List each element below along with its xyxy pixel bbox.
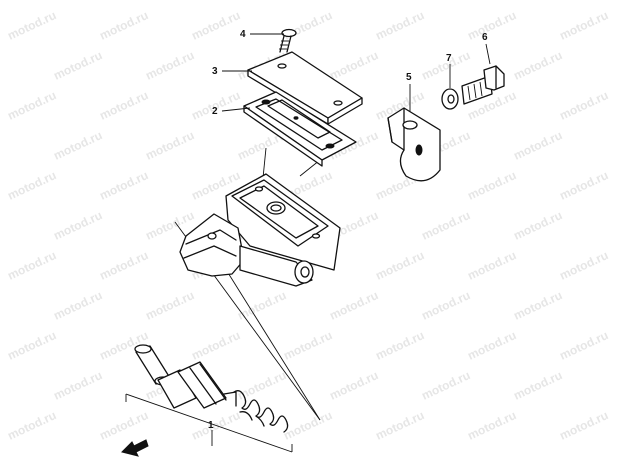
watermark-text: motod.ru	[51, 128, 104, 163]
watermark-text: motod.ru	[511, 208, 564, 243]
watermark-text: motod.ru	[5, 8, 58, 43]
watermark-text: motod.ru	[51, 288, 104, 323]
callout-4: 4	[240, 29, 246, 40]
watermark-text: motod.ru	[189, 328, 242, 363]
watermark-text: motod.ru	[557, 408, 610, 443]
callout-5: 5	[406, 72, 412, 83]
watermark-text: motod.ru	[97, 248, 150, 283]
watermark-text: motod.ru	[143, 288, 196, 323]
watermark-text: motod.ru	[97, 88, 150, 123]
screw-part-4	[279, 28, 297, 53]
watermark-text: motod.ru	[97, 408, 150, 443]
watermark-text: motod.ru	[5, 408, 58, 443]
callout-2: 2	[212, 106, 218, 117]
watermark-text: motod.ru	[235, 288, 288, 323]
callout-1: 1	[208, 420, 214, 431]
watermark-text: motod.ru	[281, 328, 334, 363]
watermark-text: motod.ru	[5, 168, 58, 203]
reservoir-cover-part-3	[247, 51, 363, 125]
watermark-text: motod.ru	[373, 248, 426, 283]
direction-arrow-icon	[121, 439, 149, 457]
piston-assembly-part-1	[134, 344, 289, 433]
watermark-text: motod.ru	[465, 328, 518, 363]
watermark-text: motod.ru	[465, 408, 518, 443]
watermark-text: motod.ru	[97, 8, 150, 43]
callout-leaders	[211, 33, 491, 446]
watermark-text: motod.ru	[327, 48, 380, 83]
watermark-text: motod.ru	[51, 208, 104, 243]
watermark-text: motod.ru	[5, 328, 58, 363]
watermark-text: motod.ru	[327, 368, 380, 403]
watermark-text: motod.ru	[5, 88, 58, 123]
watermark-text: motod.ru	[419, 208, 472, 243]
watermark-text: motod.ru	[557, 8, 610, 43]
watermark-text: motod.ru	[557, 88, 610, 123]
watermark-text: motod.ru	[373, 328, 426, 363]
watermark-text: motod.ru	[373, 8, 426, 43]
clamp-part-5	[387, 107, 441, 182]
diaphragm-part-2	[243, 91, 357, 167]
watermark-text: motod.ru	[557, 168, 610, 203]
watermark-text: motod.ru	[465, 168, 518, 203]
watermark-text: motod.ru	[327, 288, 380, 323]
watermark-text: motod.ru	[143, 128, 196, 163]
watermark-text: motod.ru	[511, 368, 564, 403]
watermark-text: motod.ru	[143, 48, 196, 83]
assembly-bracket	[125, 393, 293, 453]
watermark-text: motod.ru	[419, 288, 472, 323]
watermark-text: motod.ru	[281, 408, 334, 443]
watermark-text: motod.ru	[419, 368, 472, 403]
watermark-text: motod.ru	[511, 48, 564, 83]
watermark-text: motod.ru	[51, 48, 104, 83]
callout-6: 6	[482, 32, 488, 43]
watermark-text: motod.ru	[465, 248, 518, 283]
washer-part-7	[441, 88, 459, 110]
watermark-text: motod.ru	[189, 8, 242, 43]
watermark-text: motod.ru	[557, 248, 610, 283]
master-cylinder-body	[179, 173, 341, 287]
watermark-text: motod.ru	[281, 8, 334, 43]
watermark-text: motod.ru	[511, 128, 564, 163]
watermark-text: motod.ru	[373, 408, 426, 443]
watermark-text: motod.ru	[557, 328, 610, 363]
watermark-text: motod.ru	[97, 168, 150, 203]
callout-7: 7	[446, 53, 452, 64]
watermark-text: motod.ru	[51, 368, 104, 403]
watermark-text: motod.ru	[235, 368, 288, 403]
bolt-part-6	[461, 65, 505, 105]
watermark-text: motod.ru	[465, 8, 518, 43]
callout-3: 3	[212, 66, 218, 77]
watermark-text: motod.ru	[5, 248, 58, 283]
watermark-text: motod.ru	[511, 288, 564, 323]
